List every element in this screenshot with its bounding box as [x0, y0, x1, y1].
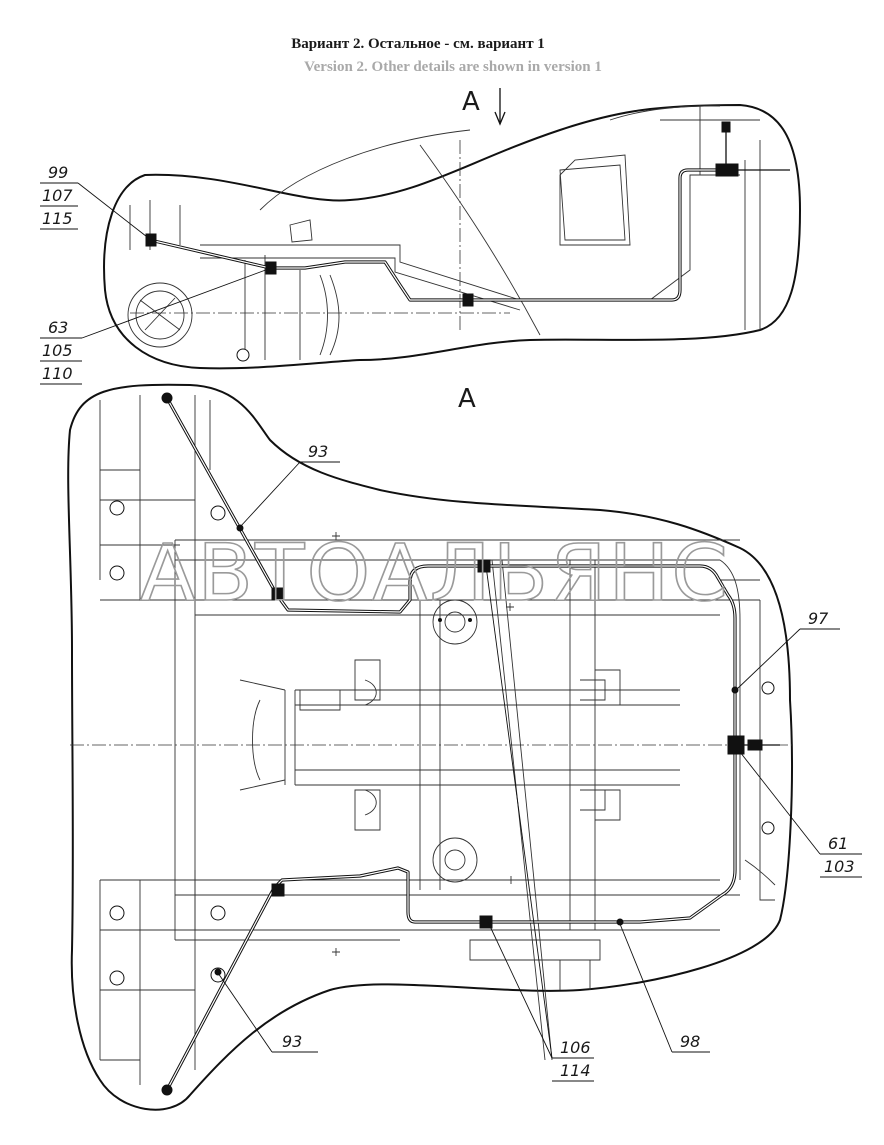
callout-61-103: 61 103	[739, 751, 862, 878]
callout-93-top: 93	[239, 442, 340, 528]
svg-text:63: 63	[48, 318, 68, 337]
watermark-text: АВТОАЛЬЯНС	[140, 529, 730, 619]
svg-text:110: 110	[42, 364, 73, 383]
callout-63-105-110: 63 105 110	[40, 267, 272, 385]
svg-text:97: 97	[808, 609, 829, 628]
svg-text:99: 99	[48, 163, 68, 182]
svg-text:115: 115	[42, 209, 73, 228]
callout-93-bottom: 93	[217, 972, 318, 1053]
callout-98: 98	[619, 923, 710, 1053]
title-english: Version 2. Other details are shown in ve…	[304, 59, 602, 75]
svg-text:107: 107	[42, 186, 73, 205]
top-detail-view	[103, 103, 802, 370]
svg-text:103: 103	[824, 857, 855, 876]
callout-106-114: 106 114	[485, 565, 594, 1082]
main-view-a	[67, 383, 795, 1111]
callout-99-107-115: 99 107 115	[40, 163, 152, 241]
svg-text:93: 93	[308, 442, 328, 461]
svg-text:114: 114	[560, 1061, 591, 1080]
svg-text:106: 106	[560, 1038, 591, 1057]
svg-text:105: 105	[42, 341, 73, 360]
section-view-label: A	[458, 384, 476, 414]
view-arrow-a: A	[462, 87, 506, 126]
svg-text:93: 93	[282, 1032, 302, 1051]
svg-text:98: 98	[680, 1032, 700, 1051]
callout-97: 97	[735, 609, 840, 691]
view-arrow-label: A	[462, 87, 480, 117]
svg-text:61: 61	[828, 834, 848, 853]
title-russian: Вариант 2. Остальное - см. вариант 1	[291, 36, 545, 52]
